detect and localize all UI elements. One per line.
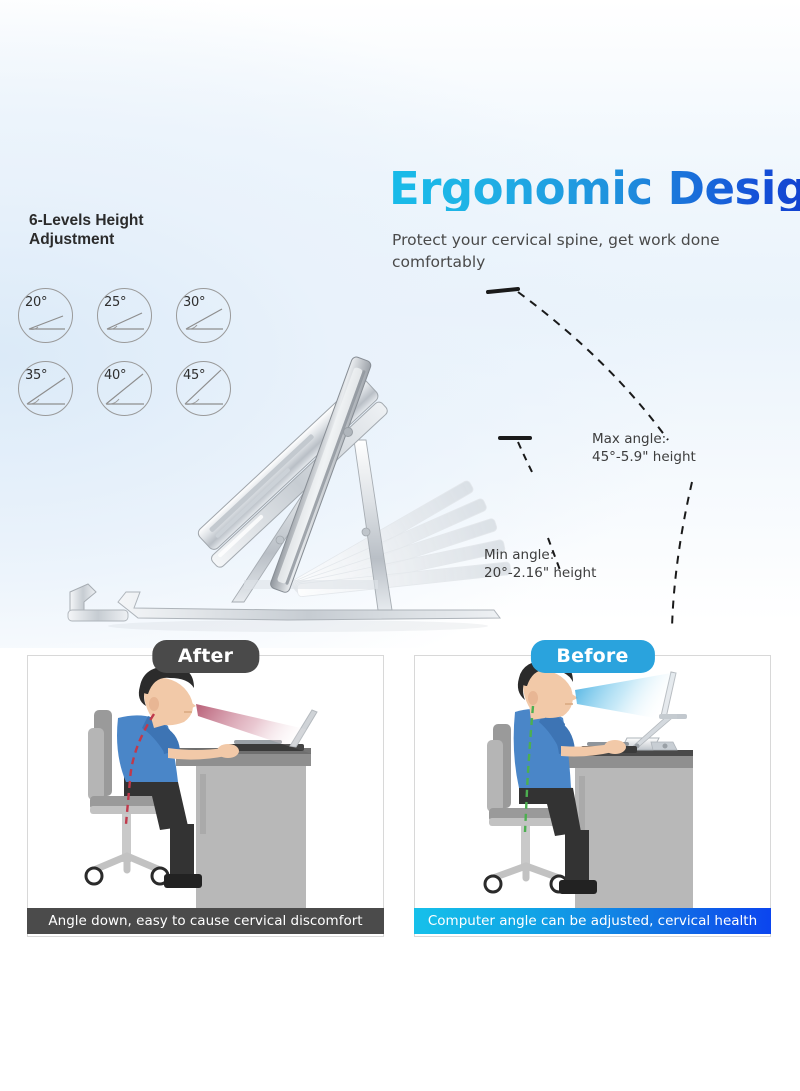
- angle-badge-row-1: 20° 25° 30°: [18, 288, 258, 343]
- callout-max-angle: Max angle: 45°-5.9" height: [592, 430, 696, 466]
- max-angle-arc-upper: [517, 291, 669, 441]
- callout-min-line2: 20°-2.16" height: [484, 565, 597, 582]
- angle-badge-group: 20° 25° 30°: [18, 288, 258, 434]
- page-subtitle: Protect your cervical spine, get work do…: [392, 231, 720, 271]
- good-posture-illustration: [415, 656, 770, 936]
- comparison-panel-before: Before: [414, 640, 771, 937]
- max-angle-arc-lower: [671, 481, 693, 629]
- angle-badge-label: 30°: [183, 295, 206, 310]
- angle-badge-45: 45°: [176, 361, 231, 416]
- angle-badge-40: 40°: [97, 361, 152, 416]
- panel-caption-after: Angle down, easy to cause cervical disco…: [27, 908, 384, 934]
- panel-badge-before: Before: [530, 640, 655, 673]
- min-angle-leader-lower: [547, 537, 561, 571]
- angle-badge-25: 25°: [97, 288, 152, 343]
- bad-spine-line: [124, 713, 156, 825]
- callout-min-line1: Min angle:: [484, 547, 555, 563]
- angle-badge-20: 20°: [18, 288, 73, 343]
- angle-badge-30: 30°: [176, 288, 231, 343]
- angle-badge-label: 25°: [104, 295, 127, 310]
- callout-max-line2: 45°-5.9" height: [592, 449, 696, 466]
- angle-badge-label: 35°: [25, 368, 48, 383]
- comparison-panel-after: After: [27, 640, 384, 937]
- panel-badge-after: After: [151, 640, 260, 673]
- good-spine-line: [523, 705, 535, 833]
- max-angle-tick: [486, 287, 520, 294]
- callout-min-angle: Min angle: 20°-2.16" height: [484, 546, 596, 582]
- bad-posture-illustration: [28, 656, 383, 936]
- callout-max-line1: Max angle:: [592, 431, 667, 447]
- angle-badge-label: 45°: [183, 368, 206, 383]
- panel-caption-before: Computer angle can be adjusted, cervical…: [414, 908, 771, 934]
- callout-leader-lines: [460, 270, 800, 640]
- page-title: Ergonomic Design: [389, 166, 800, 211]
- angle-badge-35: 35°: [18, 361, 73, 416]
- laptop-stand-product-image: [48, 140, 518, 640]
- levels-heading: 6-Levels Height Adjustment: [29, 212, 144, 249]
- angle-badge-row-2: 35° 40° 45°: [18, 361, 258, 416]
- min-angle-leader: [517, 441, 535, 477]
- angle-badge-label: 20°: [25, 295, 48, 310]
- angle-badge-label: 40°: [104, 368, 127, 383]
